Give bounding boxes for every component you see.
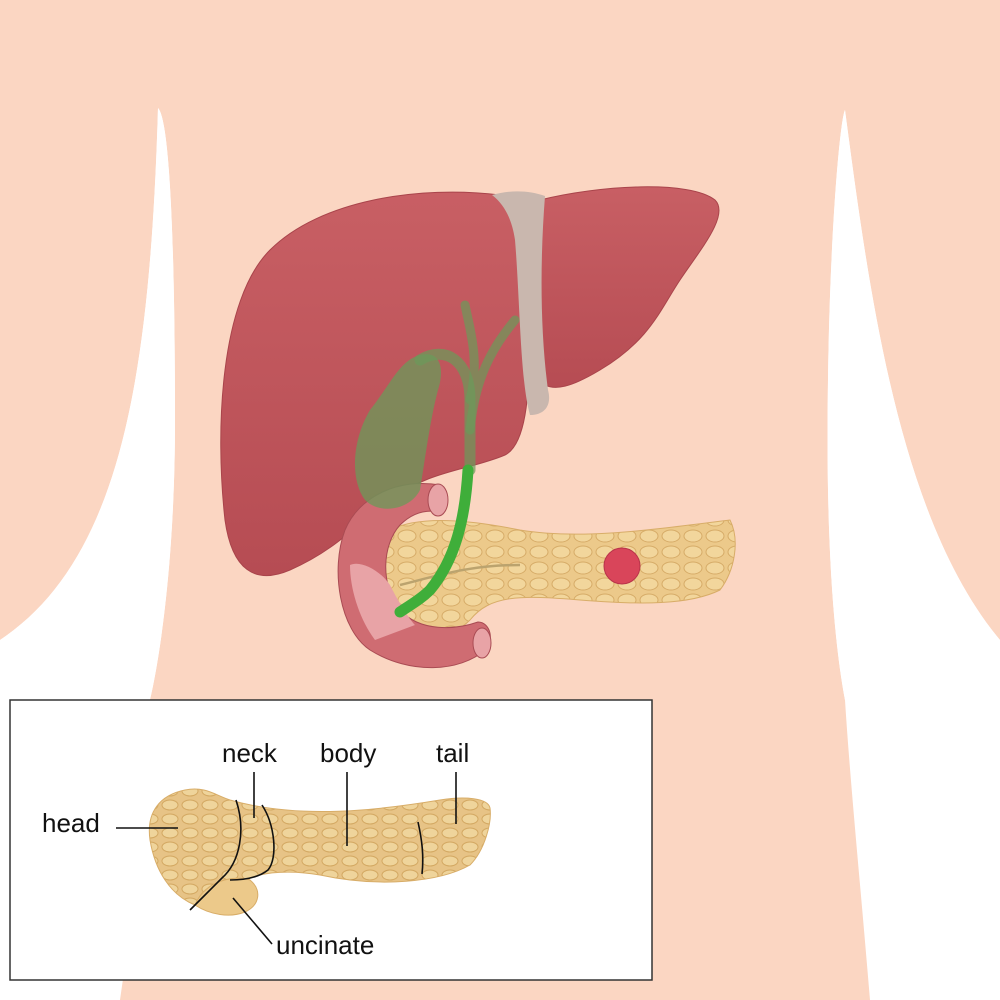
label-uncinate: uncinate <box>276 930 374 960</box>
inset-labels: head neck body tail uncinate <box>42 738 469 960</box>
falciform-ligament <box>492 191 550 415</box>
inset-neck-boundary-right <box>229 804 275 881</box>
right-arm-gap <box>827 110 1000 1000</box>
pancreatic-tumor <box>603 547 641 585</box>
common-bile-duct <box>394 464 474 618</box>
label-tail: tail <box>436 738 469 768</box>
duodenum-opening-bottom <box>472 627 492 659</box>
gallbladder <box>354 354 441 509</box>
pancreatic-duct <box>399 563 521 587</box>
liver <box>220 186 720 576</box>
label-head: head <box>42 808 100 838</box>
duodenum <box>337 482 492 669</box>
duodenum-lumen <box>350 563 415 640</box>
label-neck: neck <box>222 738 278 768</box>
duodenum-opening-top <box>427 483 449 517</box>
label-body: body <box>320 738 376 768</box>
biliary-system <box>354 300 520 618</box>
pancreas <box>384 519 736 636</box>
hepatic-duct-branch <box>460 300 520 435</box>
inset-neck-boundary-left <box>189 799 242 911</box>
inset-pancreas <box>148 788 491 916</box>
leader-uncinate <box>232 897 273 945</box>
inset-tail-boundary <box>417 821 424 875</box>
